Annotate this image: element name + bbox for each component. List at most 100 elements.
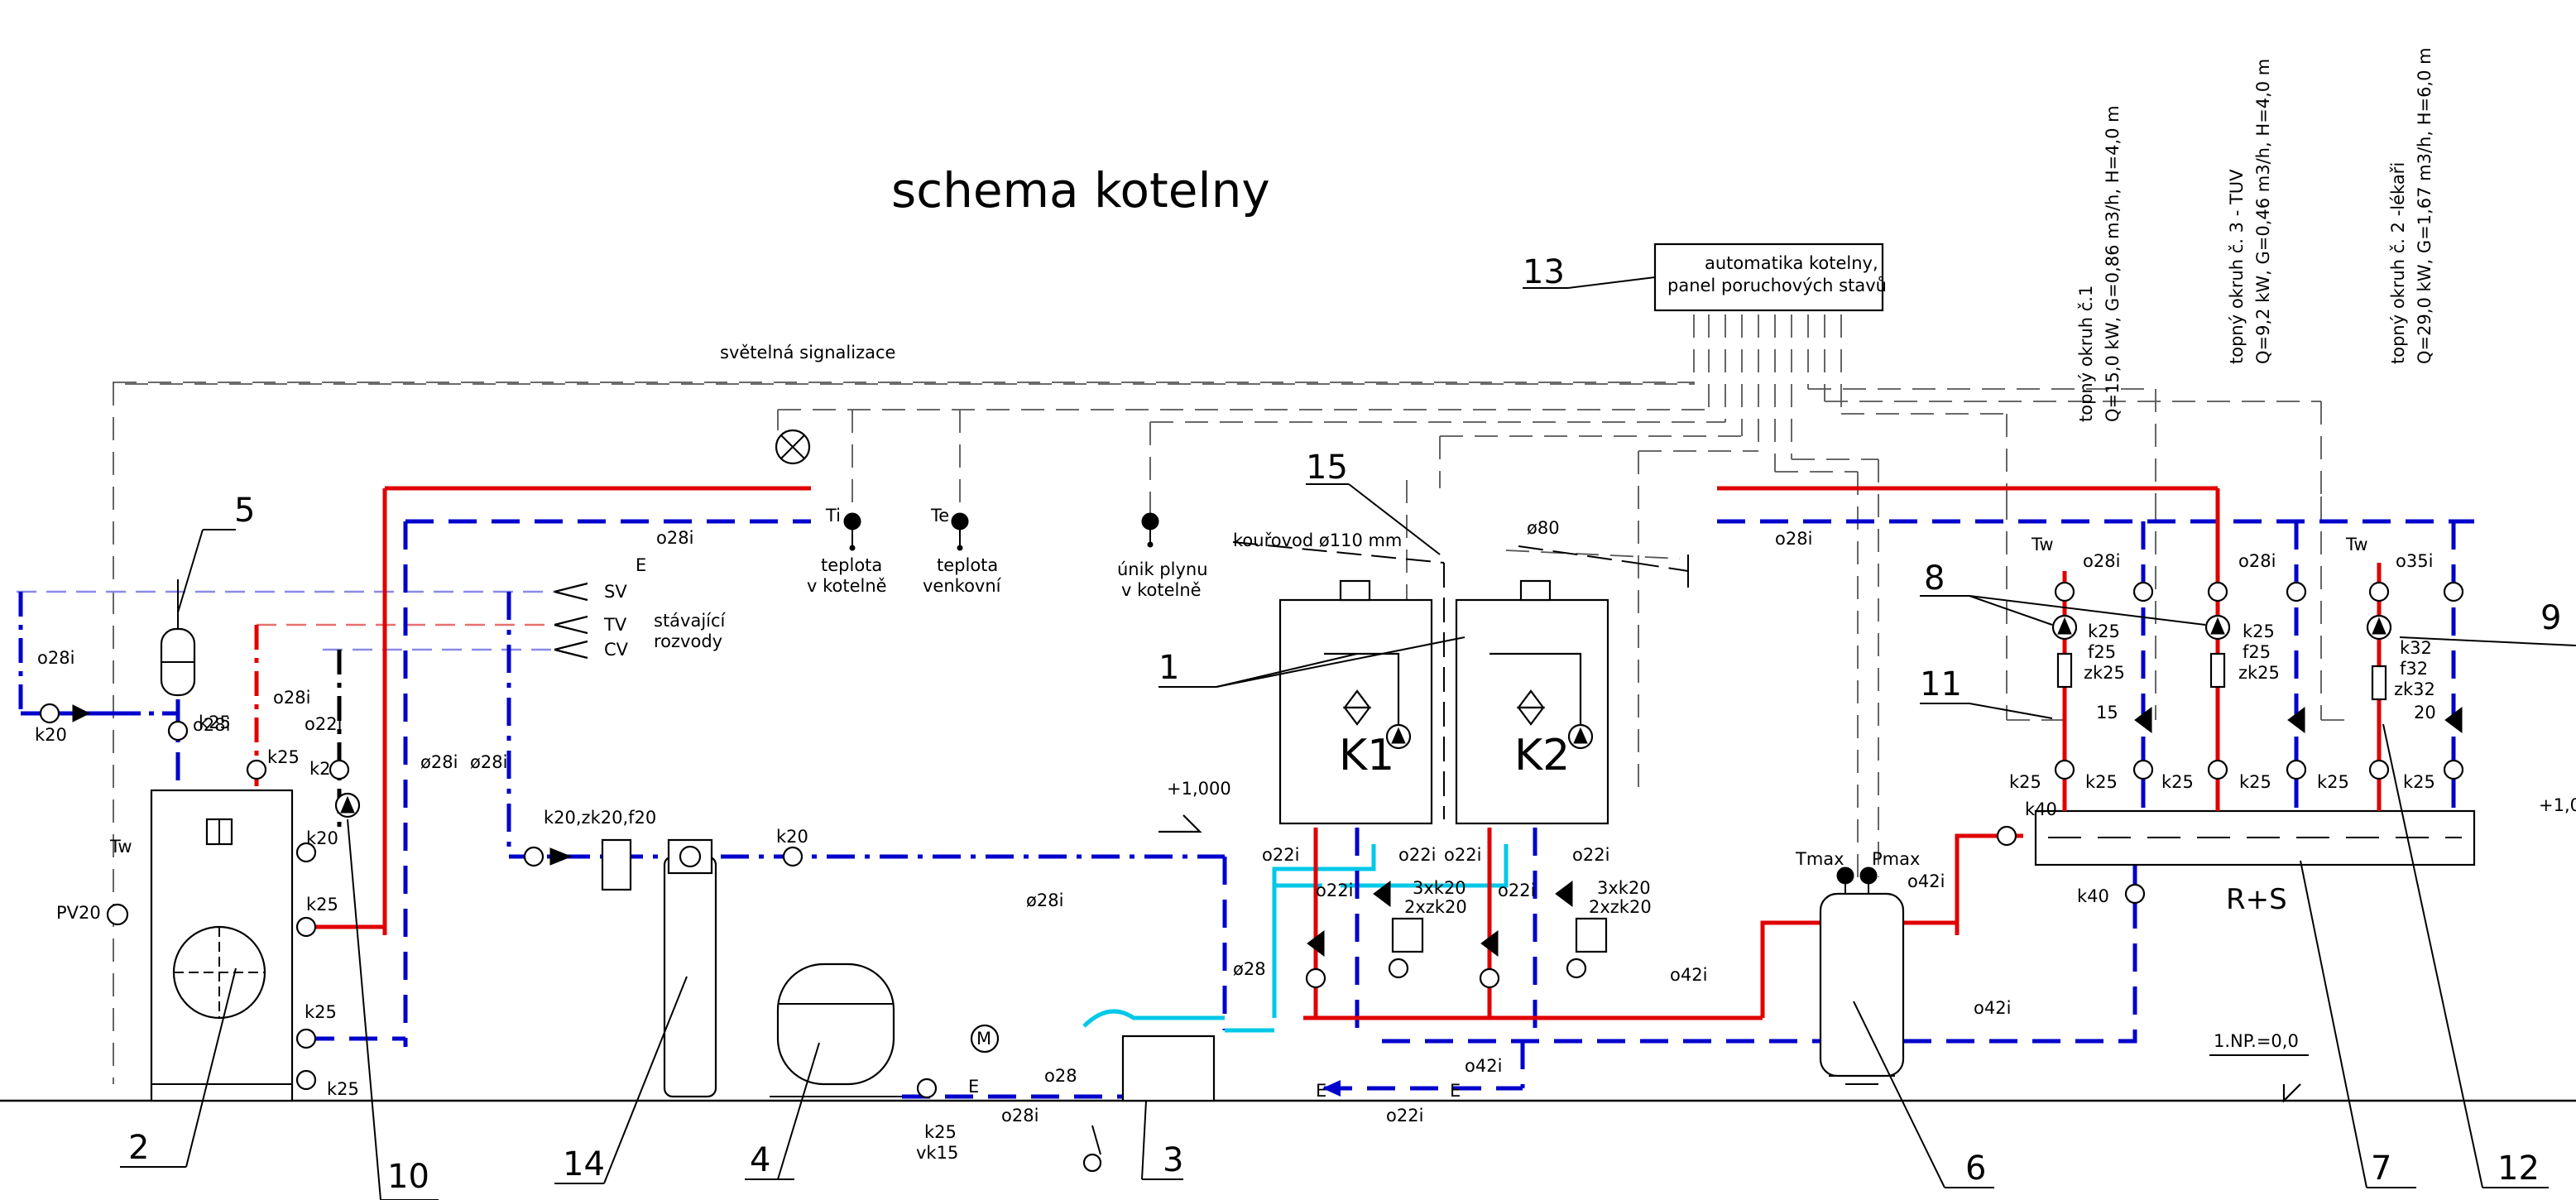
k25-dist-3: k25 [2161, 772, 2194, 792]
zk25-c3: zk25 [2238, 663, 2280, 683]
valve-20: 20 [2414, 703, 2436, 722]
o28i-c3: o28i [2238, 551, 2276, 571]
boiler-k1-internals [1324, 652, 1412, 750]
o22i-1: o22i [1262, 845, 1299, 865]
callout-2: 2 [128, 1129, 149, 1167]
callout-9: 9 [2540, 599, 2561, 637]
zk32-c2: zk32 [2394, 679, 2435, 699]
unik-plynu-1: únik plynu [1117, 559, 1208, 579]
callout-5: 5 [234, 492, 255, 530]
circuit-2-line-1: topný okruh č. 2 -lékaři [2388, 162, 2408, 364]
k25-dist-4: k25 [2239, 772, 2271, 792]
level-plus1-cut: +1,0 [2539, 795, 2576, 815]
k20-line: k20 [776, 827, 808, 847]
sv-label: SV [604, 582, 627, 602]
gas-leak-sensor-icon [1141, 512, 1159, 548]
o28i-feed: o28i [1001, 1106, 1039, 1126]
o42i-1: o42i [1670, 965, 1707, 985]
existing-label-1: stávající [654, 611, 727, 631]
k2-label: K2 [1514, 731, 1570, 780]
callout-11: 11 [1920, 665, 1962, 703]
o22i-2: o22i [1398, 845, 1436, 865]
o28i-right: o28i [1775, 529, 1812, 549]
callout-10: 10 [387, 1158, 429, 1196]
level-plus1000: +1,000 [1167, 779, 1231, 799]
pump-circuit-2-icon [2366, 614, 2392, 641]
neutralizer-3 [1121, 1034, 1216, 1102]
o28i-tank: o28i [193, 715, 230, 735]
callout-14: 14 [563, 1145, 605, 1183]
automation-panel [1653, 242, 1884, 312]
f25-c1: f25 [2088, 642, 2116, 662]
k25-c1: k25 [2088, 622, 2120, 641]
o42i-4: o42i [1907, 871, 1945, 891]
level-1np: 1.NP.=0,0 [2214, 1031, 2299, 1051]
e-mark-bottom-1: E [1316, 1081, 1326, 1101]
k25-c3: k25 [2243, 622, 2275, 641]
tmax-sensor [1836, 866, 1854, 894]
o42i-2: o42i [1465, 1056, 1502, 1076]
k25-dist-6: k25 [2403, 772, 2435, 792]
k20zk20f20-label: k20,zk20,f20 [544, 808, 656, 828]
xk-2: 2xzk20 [1404, 897, 1467, 917]
o22i-5: o22i [1316, 881, 1353, 900]
expansion-tank-4 [770, 962, 902, 1097]
xk-4: 2xzk20 [1589, 897, 1652, 917]
k25vk15-2: vk15 [916, 1143, 958, 1163]
pmax-sensor [1859, 866, 1878, 894]
pump-circuit-3-icon [2204, 614, 2231, 641]
cv-label: CV [604, 640, 629, 660]
circuit-1-line-2: Q=15,0 kW, G=0,86 m3/h, H=4,0 m [2103, 105, 2123, 422]
ti-label: Ti [825, 506, 841, 526]
automatika-line-2: panel poruchových stavů [1667, 276, 1887, 295]
automatika-line-1: automatika kotelny, [1705, 253, 1878, 273]
callout-7: 7 [2371, 1150, 2391, 1188]
valve-symbols [39, 581, 2464, 1099]
sensor-ti-icon [843, 512, 861, 551]
pv20-label: PV20 [56, 903, 101, 923]
o42i-3: o42i [1974, 998, 2011, 1018]
o28-feed: o28 [1044, 1066, 1077, 1086]
softener-14 [663, 838, 717, 1098]
unik-plynu-2: v kotelně [1121, 580, 1202, 600]
k25-tank-bottom: k25 [327, 1079, 359, 1099]
o35i-c2: o35i [2396, 551, 2433, 571]
left-piping [18, 486, 811, 1047]
filter [601, 838, 632, 891]
k32-c2: k32 [2400, 638, 2432, 658]
k40-1: k40 [2025, 799, 2057, 819]
callout-12: 12 [2497, 1150, 2540, 1188]
o22i-3: o22i [1444, 845, 1481, 865]
k25-dist-5: k25 [2317, 772, 2349, 792]
teplota-venkovni-1: teplota [937, 555, 998, 575]
pump-circuit-1-icon [2051, 614, 2078, 641]
o22i-bottom: o22i [1386, 1106, 1423, 1126]
k1-label: K1 [1339, 731, 1394, 780]
cyan-cold-water [1225, 844, 1509, 1033]
rs-label: R+S [2226, 883, 2287, 916]
o28i-left: o28i [37, 648, 74, 668]
k25vk15-1: k25 [924, 1122, 957, 1142]
callout-6: 6 [1965, 1150, 1986, 1188]
e-mark-top: E [636, 555, 646, 575]
o28i-top-left: o28i [656, 528, 693, 548]
phi28i-2: ø28i [470, 752, 507, 772]
tv-label: TV [603, 615, 627, 635]
xk-3: 3xk20 [1597, 878, 1651, 898]
e-mark-bottom-2: E [1450, 1081, 1461, 1101]
k25-tank-low: k25 [305, 1002, 337, 1022]
tw-label-left: Tw [109, 837, 132, 857]
callout-3: 3 [1163, 1141, 1183, 1179]
k25-tank-mid: k25 [306, 895, 338, 914]
kourovod-label: kouřovod ø110 mm [1233, 530, 1402, 550]
o22i-6: o22i [1498, 881, 1535, 900]
hydraulic-separator-6 [1819, 892, 1905, 1078]
o28i-red: o28i [273, 688, 310, 708]
te-label: Te [930, 506, 949, 526]
f25-c3: f25 [2243, 642, 2271, 662]
boiler-k2-internals [1489, 652, 1594, 750]
o22i-4: o22i [1572, 845, 1609, 865]
o22i-left: o22i [305, 714, 342, 734]
k25-tank-top-2: k25 [267, 747, 300, 767]
